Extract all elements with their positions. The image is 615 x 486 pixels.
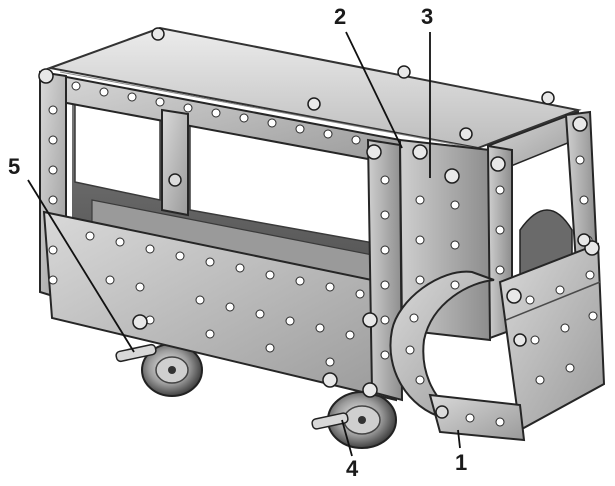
- rear-axle: [115, 343, 157, 363]
- front-grille: [498, 242, 606, 432]
- callout-4: 4: [346, 456, 359, 481]
- leader-line-1: [457, 429, 461, 449]
- leader-line-5: [27, 179, 135, 353]
- bolts: [38, 27, 600, 398]
- bottom-bracket: [428, 393, 526, 442]
- front-axle: [311, 412, 349, 430]
- callout-1: 1: [455, 450, 468, 475]
- leader-line-2: [345, 31, 403, 149]
- roof-plate: [46, 26, 582, 151]
- middle-post: [161, 108, 189, 217]
- callout-3: 3: [421, 4, 434, 29]
- rear-wheel: [141, 343, 203, 397]
- perforations: [48, 81, 598, 427]
- callout-5: 5: [8, 154, 21, 179]
- leader-line-4: [341, 419, 353, 457]
- lower-side-plate: [42, 210, 397, 402]
- callout-2: 2: [334, 4, 347, 29]
